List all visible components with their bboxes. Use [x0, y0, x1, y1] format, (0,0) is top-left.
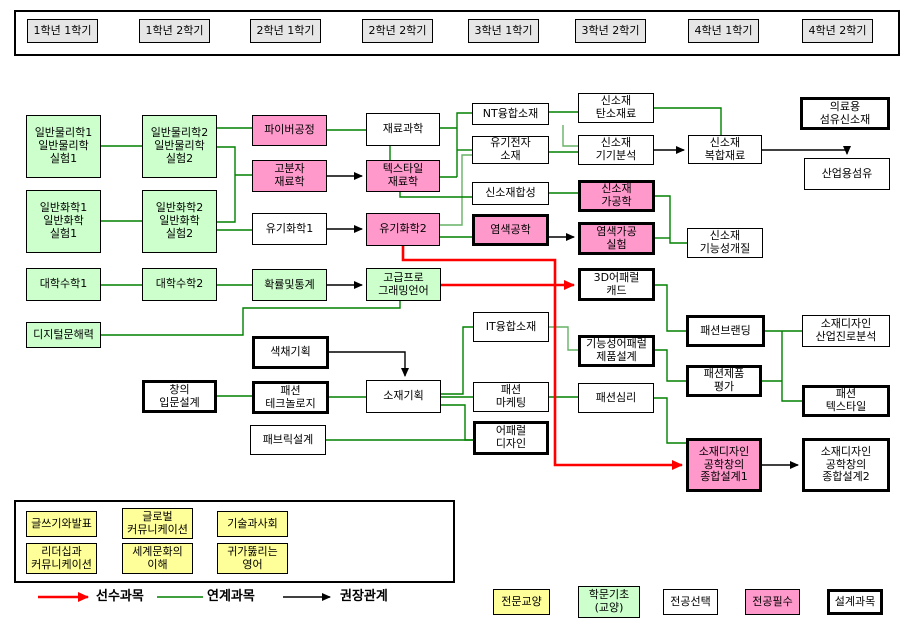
course-physics2: 일반물리학2 일반물리학 실험2: [142, 115, 217, 178]
connection-link_light-15: [440, 154, 472, 226]
course-newmat-composite: 신소재 복합재료: [688, 135, 762, 164]
course-college-math2: 대학수학2: [142, 268, 217, 301]
course-digital-literacy: 디지털문해력: [26, 322, 101, 348]
course-college-math1: 대학수학1: [26, 268, 101, 301]
course-product-evaluation: 패션제품 평가: [686, 365, 762, 397]
course-materials-science: 재료과학: [366, 113, 440, 146]
course-semester-1: 1학년 1학기: [27, 19, 98, 43]
course-newmat-analysis: 신소재 기기분석: [578, 135, 654, 165]
course-adv-programming: 고급프로 그래밍언어: [366, 268, 441, 301]
legend-category-design: 설계과목: [827, 589, 883, 615]
course-fiber-process: 파이버공정: [252, 115, 327, 146]
course-newmat-modification: 신소재 기능성개질: [687, 228, 763, 258]
course-organic-chem2: 유기화학2: [366, 213, 440, 246]
legend-category-elective: 전공선택: [663, 589, 718, 615]
connection-link-34: [441, 404, 473, 441]
course-semester-7: 4학년 1학기: [688, 19, 759, 43]
course-semester-5: 3학년 1학기: [468, 19, 539, 43]
legend-label-recommend: 권장관계: [340, 589, 388, 604]
course-polymer-materials: 고분자 재료학: [252, 160, 327, 192]
course-fashion-psychology: 패션심리: [578, 383, 654, 413]
course-fashion-textile: 패션 텍스타일: [802, 385, 890, 417]
connection-link-8: [101, 301, 401, 336]
course-organic-chem1: 유기화학1: [252, 213, 327, 245]
general-education-frame: [14, 500, 455, 583]
course-dyeing-engineering: 염색공학: [472, 214, 549, 246]
ge-leadership-communication: 리더십과 커뮤니케이션: [26, 543, 97, 574]
course-functional-apparel: 기능성어패럴 제품설계: [578, 335, 655, 367]
connection-link-4: [217, 146, 236, 223]
connection-recommend-42: [329, 351, 409, 377]
course-nt-fusion: NT융합소재: [472, 103, 549, 125]
connection-link-25: [655, 284, 686, 332]
course-capstone1: 소재디자인 공학창의 종합설계1: [686, 438, 762, 492]
course-prob-stats: 확률및통계: [252, 269, 327, 301]
course-dyeing-lab: 염색가공 실험: [578, 222, 655, 255]
course-chemistry1: 일반화학1 일반화학 실험1: [26, 190, 101, 253]
course-semester-3: 2학년 1학기: [250, 19, 321, 43]
ge-writing-presentation: 글쓰기와발표: [26, 511, 97, 537]
course-organic-electronic: 유기전자 소재: [472, 136, 549, 164]
course-semester-4: 2학년 2학기: [362, 19, 433, 43]
connection-link-22: [654, 107, 722, 135]
legend-category-basic: 학문기초 (교양): [578, 586, 640, 618]
course-apparel-design: 어패럴 디자인: [473, 421, 549, 455]
connection-link_light-28: [549, 326, 578, 351]
connection-link-16: [399, 192, 472, 198]
course-physics1: 일반물리학1 일반물리학 실험1: [26, 115, 101, 178]
connection-link-32: [441, 326, 473, 395]
course-semester-8: 4학년 2학기: [802, 19, 873, 43]
semester-header-frame: [14, 10, 900, 56]
connection-link-23: [655, 195, 687, 244]
course-apparel-cad-3d: 3D어패럴 캐드: [578, 268, 655, 301]
connection-recommend-45: [762, 146, 851, 155]
course-material-planning: 소재기획: [366, 380, 441, 413]
course-fashion-branding: 패션브랜딩: [686, 315, 765, 347]
course-color-planning: 색채기획: [252, 336, 329, 369]
course-it-fusion: IT융합소재: [473, 312, 549, 342]
course-capstone2: 소재디자인 공학창의 종합설계2: [802, 438, 890, 492]
legend-label-link: 연계과목: [207, 589, 255, 604]
connection-link-27: [654, 397, 686, 444]
course-fashion-marketing: 패션 마케팅: [473, 382, 549, 412]
course-fabric-design: 패브릭설계: [250, 425, 326, 455]
ge-tech-society: 기술과사회: [217, 511, 288, 537]
course-industrial-fiber: 산업용섬유: [804, 158, 890, 190]
ge-global-communication: 글로벌 커뮤니케이션: [122, 508, 193, 539]
ge-listening-english: 귀가뚫리는 영어: [217, 543, 288, 574]
course-semester-6: 3학년 2학기: [575, 19, 646, 43]
legend-category-required: 전공필수: [745, 589, 800, 615]
ge-world-culture: 세계문화의 이해: [122, 543, 193, 574]
connection-link-38: [781, 331, 802, 402]
course-newmat-processing: 신소재 가공학: [578, 180, 655, 212]
course-medical-fiber: 의료용 섬유신소재: [800, 97, 890, 130]
course-creative-intro-design: 창의 입문설계: [142, 380, 217, 413]
course-career-analysis: 소재디자인 산업진로분석: [802, 315, 890, 347]
course-newmat-synthesis: 신소재합성: [472, 182, 549, 205]
course-newmat-carbon: 신소재 탄소재료: [578, 93, 654, 123]
legend-category-ge: 전문교양: [493, 589, 550, 615]
course-chemistry2: 일반화학2 일반화학 실험2: [142, 190, 217, 253]
connection-link-26: [655, 349, 686, 382]
connection-link_light-19: [562, 125, 578, 147]
course-fashion-technology: 패션 테크놀로지: [252, 381, 329, 414]
connection-link-12: [456, 112, 472, 177]
course-semester-2: 1학년 2학기: [139, 19, 210, 43]
legend-label-prereq: 선수과목: [96, 589, 144, 604]
course-textile-materials: 텍스타일 재료학: [366, 160, 440, 192]
